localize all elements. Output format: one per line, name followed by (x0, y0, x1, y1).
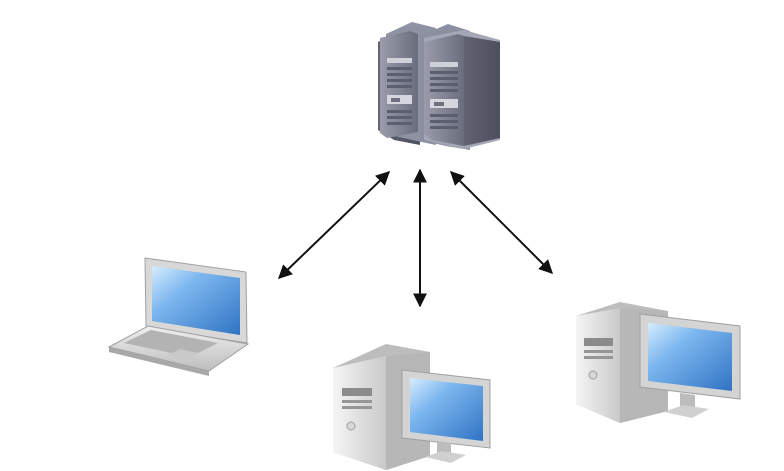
desktop-computer-icon (576, 302, 741, 423)
laptop-icon (107, 257, 250, 376)
connection-arrows (277, 168, 553, 308)
arrow-server-desktop-right (450, 171, 553, 274)
server-icon (378, 22, 500, 150)
arrow-server-laptop (277, 171, 391, 279)
desktop-computer-icon (333, 344, 491, 470)
